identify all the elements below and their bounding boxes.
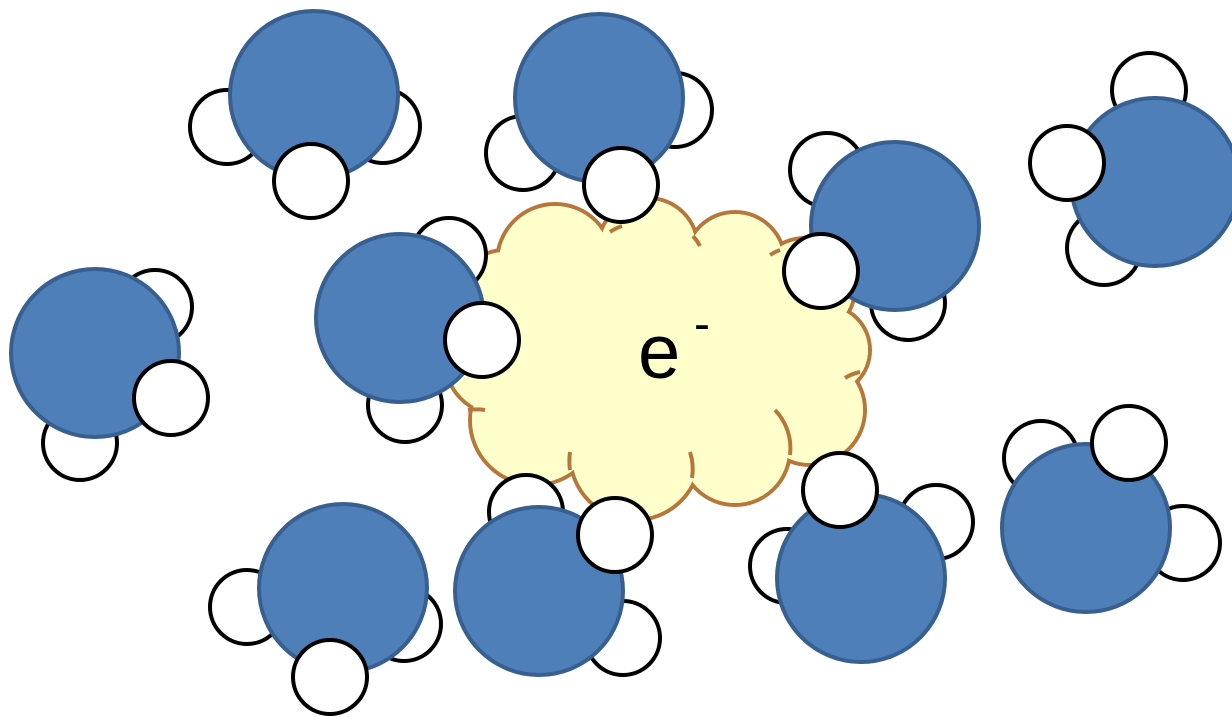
- water-molecule: [188, 9, 422, 220]
- water-molecule: [9, 267, 210, 482]
- water-molecule: [1000, 404, 1222, 614]
- electron-charge-label: -: [694, 298, 710, 351]
- water-molecule: [314, 216, 521, 444]
- water-molecule: [1028, 51, 1232, 287]
- water-molecule: [484, 12, 714, 224]
- electron-label: e: [638, 310, 680, 395]
- water-molecule: [748, 451, 975, 664]
- water-molecule: [782, 131, 981, 342]
- water-molecule: [208, 502, 443, 716]
- water-molecule: [453, 473, 662, 677]
- water-molecules: [9, 9, 1232, 716]
